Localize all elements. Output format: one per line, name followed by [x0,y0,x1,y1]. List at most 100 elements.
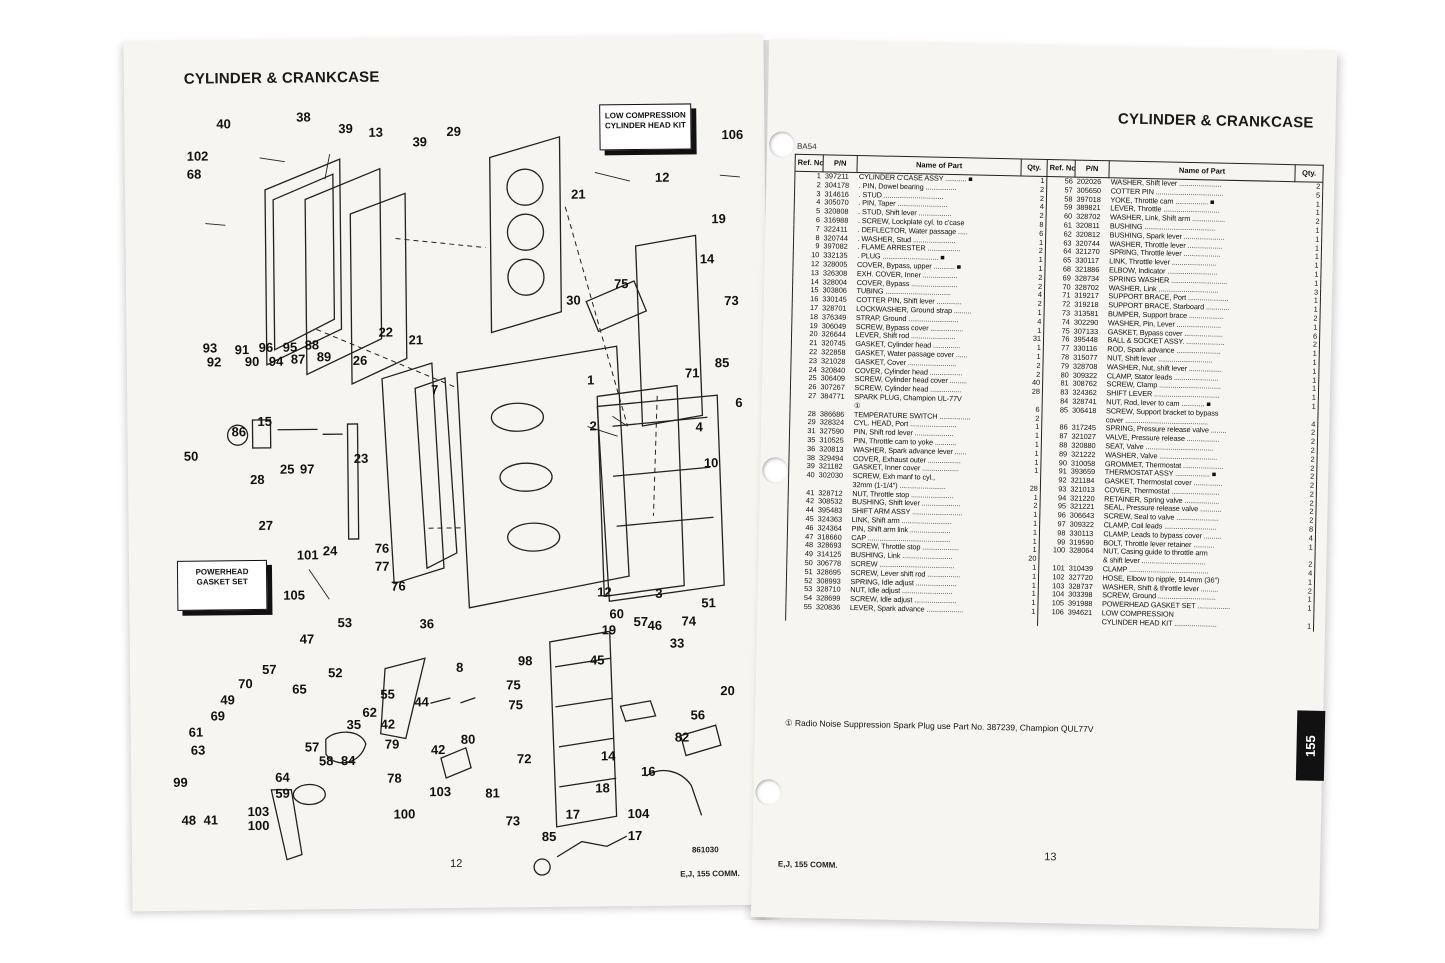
table-code: BA54 [796,141,817,152]
callout-label: 38 [296,109,311,125]
callout-label: 3 [655,585,663,601]
low-compression-kit-box: LOW COMPRESSION CYLINDER HEAD KIT [599,103,692,151]
callout-label: 70 [238,676,253,692]
callout-label: 23 [353,450,369,466]
callout-label: 47 [299,631,315,647]
callout-label: 60 [609,606,625,622]
column-header: P/N [822,154,858,173]
callout-label: 4 [695,419,703,435]
callout-label: 85 [541,828,557,845]
callout-label: 73 [724,292,739,309]
callout-label: 24 [322,543,338,559]
column-header: P/N [1074,160,1110,178]
callout-label: 44 [414,694,429,710]
callout-label: 55 [380,686,395,702]
callout-label: 76 [391,578,406,594]
column-header: Ref. No. [1046,159,1076,178]
cylinder-head-gasket-part [489,135,562,334]
callout-label: 16 [641,763,656,779]
callout-label: 18 [595,780,610,796]
callout-label: 89 [316,349,332,365]
diagram-code: 861030 [691,845,719,855]
callout-label: 65 [292,681,307,697]
callout-label: 20 [720,683,735,699]
callout-label: 26 [352,352,368,368]
callout-label: 79 [384,736,400,752]
callout-label: 68 [186,166,202,182]
binder-hole [761,457,789,484]
callout-label: 84 [340,752,356,769]
callout-label: 63 [190,742,206,758]
callout-label: 80 [460,731,476,747]
right-page-footer: E,J, 155 COMM. [777,859,838,870]
callout-label: 97 [299,461,315,477]
callout-label: 17 [627,827,643,844]
callout-label: 86 [231,424,247,440]
callout-label: 52 [328,665,343,681]
callout-label: 13 [368,124,383,140]
callout-label: 10 [703,455,719,471]
callout-label: 50 [183,448,199,464]
right-page: CYLINDER & CRANKCASE BA54 Ref. No. P/N N… [750,39,1338,929]
callout-label: 19 [711,211,726,227]
callout-label: 69 [210,708,226,724]
callout-label: 8 [455,659,464,675]
callout-label: 77 [374,558,390,574]
callout-label: 7 [431,382,439,398]
callout-label: 59 [275,785,290,801]
part-number-cell [814,612,848,622]
bypass-cover-part [585,234,704,427]
ref-number-cell [1038,617,1066,626]
callout-label: 75 [506,677,521,693]
quantity-cell: 1 [1020,175,1047,186]
callout-label: 72 [516,751,532,767]
callout-label: 103 [247,803,270,820]
quantity-cell: 1 [1285,621,1314,632]
callout-label: 103 [429,783,452,800]
callout-label: 78 [387,770,402,786]
callout-label: 39 [338,120,353,137]
callout-label: 41 [203,812,219,828]
callout-label: 57 [304,739,320,755]
callout-label: 33 [669,635,685,651]
part-number-cell: 394621 [1067,608,1093,618]
callout-label: 90 [244,353,260,370]
callout-label: 48 [181,812,197,828]
left-page-footer: E,J, 155 COMM. [680,868,740,879]
callout-label: 73 [505,813,521,829]
callout-label: 94 [268,353,284,369]
callout-label: 40 [216,116,231,132]
crankcase-part [596,394,725,603]
part-number-cell: 302030 [818,471,844,480]
callout-label: 46 [647,617,663,633]
callout-label: 82 [674,729,690,745]
part-number-cell: 328064 [1069,546,1094,556]
callout-label: 75 [613,276,629,292]
callout-label: 93 [202,340,218,356]
right-page-number: 13 [1044,851,1057,864]
column-header: Qty. [1020,158,1048,177]
callout-label: 57 [633,613,649,630]
callout-label: 101 [296,547,319,563]
callout-label: 36 [419,616,435,632]
binder-hole [755,779,782,806]
callout-label: 25 [279,461,295,477]
callout-label: 106 [721,126,744,143]
callout-label: 42 [430,742,446,758]
callout-label: 85 [714,355,730,371]
ref-number-cell [785,611,814,621]
callout-label: 21 [408,332,424,348]
callout-label: 76 [374,540,390,556]
callout-label: 49 [220,692,235,708]
callout-label: 42 [380,716,396,732]
callout-label: 27 [258,517,274,533]
linkage-parts [270,630,722,876]
callout-label: 35 [346,716,362,733]
column-header: Ref. No. [794,154,824,172]
binder-hole [768,131,796,158]
callout-label: 14 [600,748,616,764]
callout-label: 45 [589,652,605,668]
callout-label: 92 [206,354,222,370]
exhaust-cover-part [264,158,408,386]
